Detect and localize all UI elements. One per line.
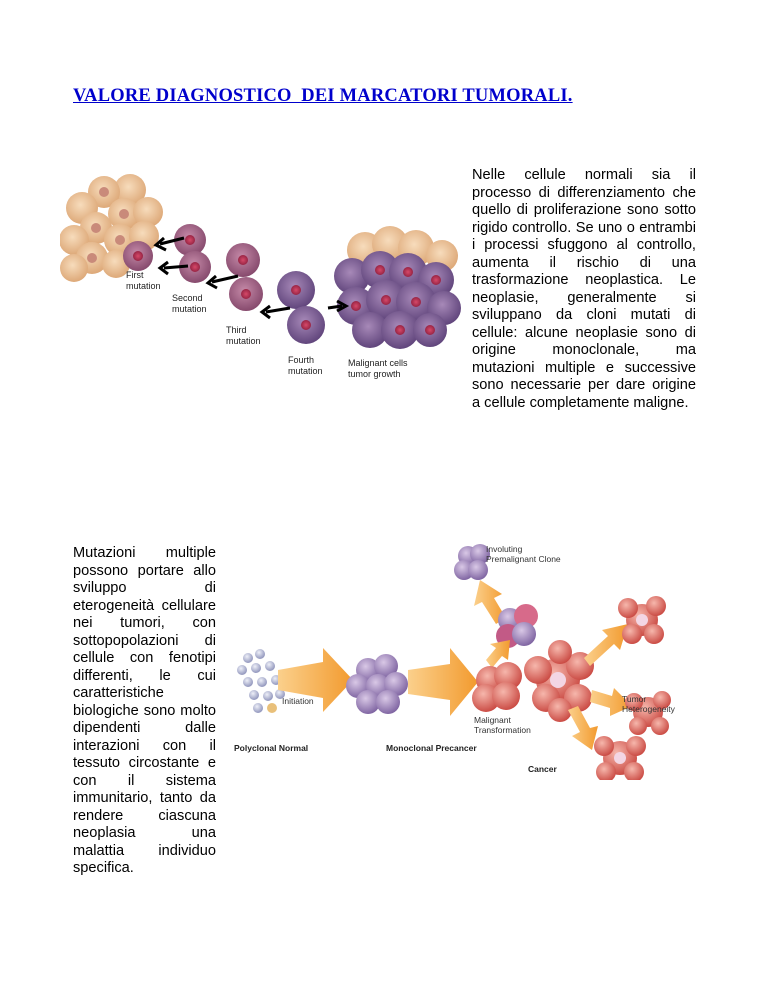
label-initiation: Initiation	[282, 696, 314, 706]
heterogeneous-tumor-middle	[625, 691, 671, 735]
heterogeneous-tumor-top	[618, 596, 666, 644]
arrow-icon	[265, 306, 291, 314]
first-mutation-cells	[174, 224, 211, 283]
arrow-icon	[211, 274, 239, 284]
arrow-icon	[584, 624, 628, 666]
initiation-arrow	[278, 648, 353, 712]
label-cancer: Cancer	[528, 764, 558, 774]
cancer-mass	[524, 640, 594, 722]
transformation-arrow	[408, 648, 478, 716]
page-title: VALORE DIAGNOSTICO DEI MARCATORI TUMORAL…	[73, 86, 573, 106]
polyclonal-normal-cells	[237, 649, 285, 713]
label-polyclonal-normal: Polyclonal Normal	[234, 743, 308, 753]
second-mutation-cells	[226, 243, 263, 311]
label-monoclonal-precancer: Monoclonal Precancer	[386, 743, 477, 753]
paragraph-heterogeneity: Mutazioni multiple possono portare allo …	[73, 545, 216, 876]
normal-cell-cluster	[60, 174, 163, 282]
arrow-icon	[486, 640, 510, 668]
involuting-clone	[454, 544, 490, 580]
arrow-icon	[163, 264, 189, 270]
third-mutation-cells	[277, 271, 325, 344]
paragraph-differentiation: Nelle cellule normali sia il processo di…	[472, 167, 696, 411]
arrow-icon	[590, 688, 632, 716]
arrow-icon	[568, 706, 598, 750]
arrow-icon	[327, 304, 343, 310]
progression-arrows	[153, 236, 350, 320]
malignant-cell-cluster	[334, 226, 461, 349]
heterogeneous-tumor-bottom	[594, 736, 646, 780]
arrow-icon	[159, 236, 185, 246]
monoclonal-precancer-cluster	[346, 654, 408, 714]
premalignant-clone	[496, 604, 538, 648]
arrow-icon	[474, 580, 506, 624]
malignant-transformation-clone	[472, 662, 522, 712]
